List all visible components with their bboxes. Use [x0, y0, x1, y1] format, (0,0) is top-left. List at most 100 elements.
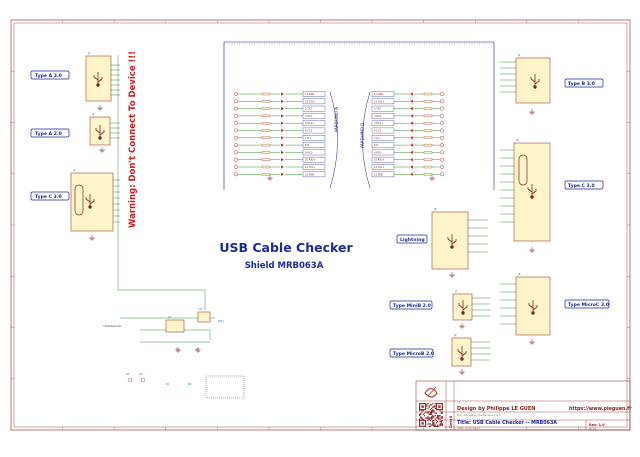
label-type-c-30-right: Type C 3.0 [564, 180, 604, 190]
arduino-pin-row: 12 TX2+ [371, 98, 444, 105]
svg-text:Type C 3.0: Type C 3.0 [568, 183, 595, 189]
pin-label: 12 TX2+ [305, 100, 315, 103]
label-lightning: Lightning [396, 234, 428, 244]
diode-icon [410, 114, 413, 118]
label-type-c-30-left: Type C 3.0 [30, 191, 70, 201]
svg-text:J1: J1 [87, 51, 91, 55]
ground-icon [529, 339, 535, 345]
logo [424, 386, 438, 398]
label-type-b-30: Type B 3.0 [564, 78, 604, 88]
resistor-icon [261, 173, 271, 176]
right-connector-lightning: J6 [431, 207, 469, 270]
diode-icon [281, 143, 284, 147]
diode-icon [410, 165, 413, 169]
resistor-icon [261, 136, 271, 139]
svg-text:Type MiniB 2.0: Type MiniB 2.0 [393, 303, 431, 309]
usb-icon [530, 74, 540, 89]
resistor-icon [423, 92, 433, 96]
pin-label: 4 RX1- [374, 115, 382, 118]
ground-icon [99, 147, 105, 153]
diode-icon [410, 107, 413, 111]
svg-text:H2: H2 [139, 372, 143, 376]
svg-text:J5: J5 [515, 138, 519, 142]
diode-icon [281, 158, 284, 162]
led-anode-icon [440, 113, 444, 118]
schematic-title: USB Cable Checker [219, 240, 353, 255]
resistor-icon [423, 107, 433, 110]
pin-label: 11 GND [374, 93, 383, 96]
pin-label: 8 D- [305, 144, 310, 147]
led-anode-icon [440, 143, 444, 148]
led-anode-icon [234, 172, 238, 177]
arduino-pin-row: 12 GND [371, 171, 444, 178]
svg-text:H1: H1 [126, 372, 130, 376]
ground-icon [175, 347, 181, 353]
led-anode-icon [234, 157, 238, 162]
svg-text:J6: J6 [433, 207, 437, 211]
bottom-led-cluster: H1 H2 R1 R2 [126, 372, 245, 399]
diode-icon [281, 165, 284, 169]
arduino-right-name: PARDUINO B [360, 123, 365, 148]
arduino-pin-row: 11 GND [371, 91, 444, 97]
resistor-icon [423, 129, 433, 132]
title-website: https://www.pleguen.fr [569, 406, 632, 412]
arduino-pin-row: 11 TX1+ [371, 164, 444, 170]
resistor-icon [261, 122, 271, 125]
label-type-a-20: Type A 2.0 [30, 128, 70, 138]
diode-icon [410, 92, 413, 96]
label-type-a-30: Type A 3.0 [30, 70, 70, 80]
connector-wiring [110, 55, 516, 361]
right-connector-minib20: J7 [452, 289, 473, 321]
svg-text:J7: J7 [454, 289, 458, 293]
ground-icon [459, 323, 465, 329]
right-connector-microb20: J9 [451, 333, 472, 367]
resistor-icon [423, 100, 433, 103]
led-anode-icon [234, 128, 238, 133]
resistor-icon [423, 143, 433, 147]
svg-text:J3: J3 [72, 168, 76, 172]
diode-icon [281, 107, 284, 111]
arduino-pin-row: 9 RX2- [371, 149, 444, 156]
svg-text:J8: J8 [517, 272, 521, 276]
ground-icon [97, 105, 103, 111]
led-anode-icon [234, 165, 238, 169]
title-side-label: Detail [449, 416, 453, 428]
arduino-connector-curves [329, 91, 371, 189]
led-anode-icon [234, 150, 238, 155]
led-anode-icon [234, 92, 238, 96]
resistor-icon [423, 165, 433, 169]
ground-icon [449, 272, 455, 278]
left-connector-typec30: J3 [70, 168, 114, 232]
usb-icon [458, 300, 468, 315]
ground-icon [529, 247, 535, 253]
diode-icon [281, 92, 284, 96]
pin-label: 5 RX1+ [374, 122, 383, 125]
pin-label: 12 TX2+ [374, 100, 384, 103]
svg-text:Type A 2.0: Type A 2.0 [35, 131, 62, 137]
svg-text:Type B 3.0: Type B 3.0 [568, 81, 595, 87]
diode-icon [410, 172, 413, 176]
svg-text:Lightning: Lightning [400, 237, 425, 243]
arduino-pin-row: 12 GND [234, 171, 326, 178]
diode-icon [410, 136, 413, 140]
arduino-pin-row: 11 TX1+ [234, 164, 326, 170]
ground-icon [195, 347, 201, 353]
resistor-icon [261, 158, 271, 161]
svg-text:Type C 3.0: Type C 3.0 [35, 194, 62, 200]
qr-code [418, 402, 444, 428]
svg-text:SW1: SW1 [218, 319, 224, 323]
label-type-minib-20: Type MiniB 2.0 [389, 300, 433, 310]
led-anode-icon [234, 135, 238, 140]
usb-c-port-icon [518, 154, 528, 186]
led-anode-icon [440, 135, 444, 140]
diode-icon [281, 172, 284, 176]
label-type-microc-30: Type MicroC 3.0 [564, 299, 610, 309]
diode-icon [410, 150, 413, 154]
arduino-pin-row: 6 CC1 [234, 127, 326, 134]
svg-text:U1: U1 [168, 315, 172, 319]
pin-label: 10 RX2+ [374, 159, 385, 162]
led-anode-icon [440, 172, 444, 177]
resistor-icon [261, 143, 271, 147]
resistor-icon [423, 151, 433, 154]
